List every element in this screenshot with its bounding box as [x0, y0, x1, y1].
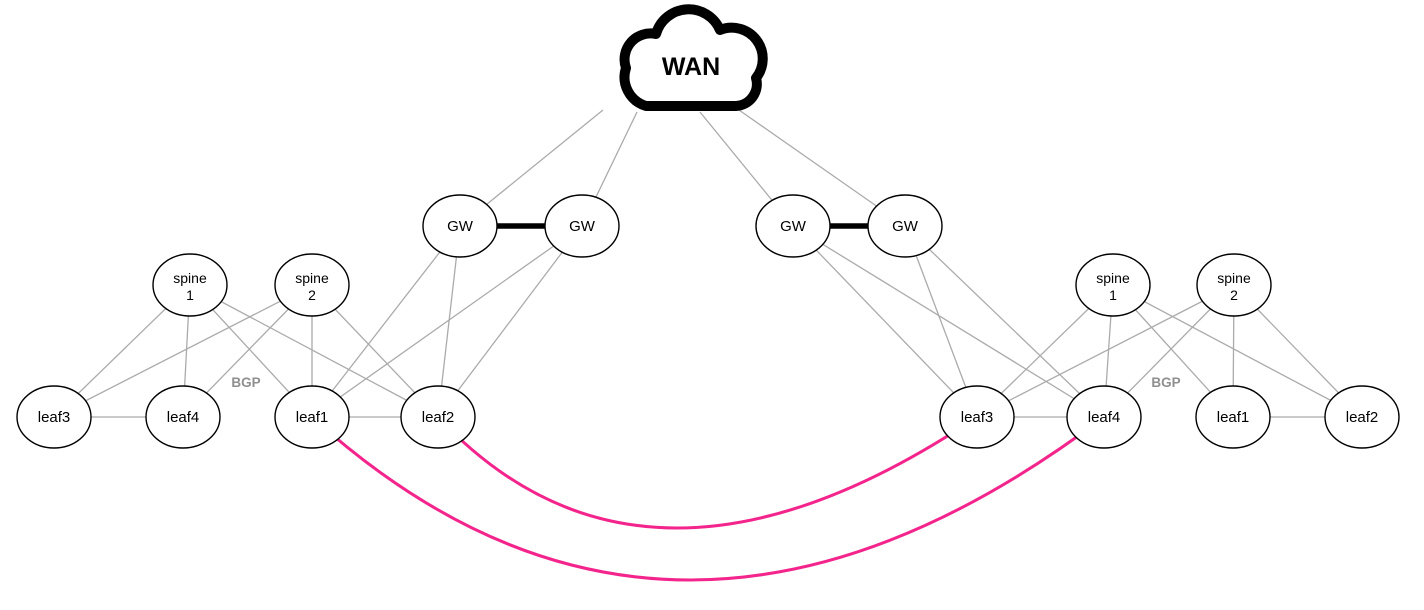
node-ellipse: [400, 385, 476, 449]
node-ellipse: [1196, 253, 1272, 317]
node-label: leaf1: [296, 409, 329, 426]
dci-layer: [310, 415, 1105, 582]
node-ellipse: [145, 385, 221, 449]
wan-label: WAN: [662, 53, 720, 81]
link-s2-gw1-s2-leaf3: [792, 225, 978, 418]
node-s1-leaf3: leaf3: [16, 385, 92, 449]
node-label: leaf2: [422, 409, 455, 426]
bgp-label: BGP: [231, 375, 260, 390]
link-s1-gw2-s1-leaf1: [311, 225, 583, 418]
link-s2-gw1-s2-leaf4: [792, 225, 1105, 418]
node-s1-leaf1: leaf1: [274, 385, 350, 449]
node-s2-leaf2: leaf2: [1324, 385, 1400, 449]
node-s2-leaf3: leaf3: [939, 385, 1015, 449]
node-ellipse: [16, 385, 92, 449]
node-label-line2: 1: [186, 287, 194, 303]
node-label: leaf1: [1217, 409, 1250, 426]
node-label-line1: spine: [295, 270, 329, 286]
link-s2-spine2-s2-leaf3: [976, 284, 1235, 418]
node-label: GW: [569, 218, 596, 235]
link-s1-gw1-s1-leaf1: [311, 225, 461, 418]
cloud-icon: [619, 4, 768, 111]
node-label-line1: spine: [1217, 270, 1251, 286]
node-ellipse: [1066, 385, 1142, 449]
dci-link-s1-leaf2-s2-leaf3: [436, 415, 978, 530]
node-ellipse: [422, 194, 498, 258]
link-s1-spine1-s1-leaf2: [189, 284, 439, 418]
node-label-line2: 2: [1230, 287, 1238, 303]
node-ellipse: [867, 194, 943, 258]
node-s2-leaf1: leaf1: [1195, 385, 1271, 449]
bgp-label: BGP: [1151, 375, 1180, 390]
node-ellipse: [274, 253, 350, 317]
node-label-line2: 2: [308, 287, 316, 303]
node-ellipse: [274, 385, 350, 449]
node-label: leaf3: [961, 409, 994, 426]
link-s2-spine1-s2-leaf2: [1112, 284, 1363, 418]
node-ellipse: [1075, 253, 1151, 317]
node-label: leaf4: [167, 409, 200, 426]
node-s2-leaf4: leaf4: [1066, 385, 1142, 449]
node-label-line1: spine: [1096, 270, 1130, 286]
node-label: GW: [447, 218, 474, 235]
node-s2-gw2: GW: [867, 194, 943, 258]
node-label: GW: [780, 218, 807, 235]
node-s1-leaf4: leaf4: [145, 385, 221, 449]
node-label: GW: [892, 218, 919, 235]
node-label: leaf4: [1088, 409, 1121, 426]
wan-cloud: [619, 4, 768, 111]
dci-link-s1-leaf1-s2-leaf4: [310, 415, 1105, 582]
node-ellipse: [544, 194, 620, 258]
node-label: leaf3: [38, 409, 71, 426]
node-ellipse: [1324, 385, 1400, 449]
link-s1-spine2-s1-leaf3: [53, 284, 313, 418]
node-s1-leaf2: leaf2: [400, 385, 476, 449]
node-ellipse: [939, 385, 1015, 449]
link-s1-gw1-s1-leaf2: [437, 225, 461, 418]
node-s1-gw2: GW: [544, 194, 620, 258]
link-s2-gw2-s2-leaf3: [904, 225, 978, 418]
edge-layer: [53, 109, 1363, 418]
node-label: leaf2: [1346, 409, 1379, 426]
node-label-line1: spine: [173, 270, 207, 286]
link-s1-gw2-s1-leaf2: [437, 225, 583, 418]
node-ellipse: [152, 253, 228, 317]
node-s2-gw1: GW: [755, 194, 831, 258]
node-ellipse: [1195, 385, 1271, 449]
node-s1-gw1: GW: [422, 194, 498, 258]
node-ellipse: [755, 194, 831, 258]
node-label-line2: 1: [1109, 287, 1117, 303]
link-s2-gw2-s2-leaf4: [904, 225, 1105, 418]
